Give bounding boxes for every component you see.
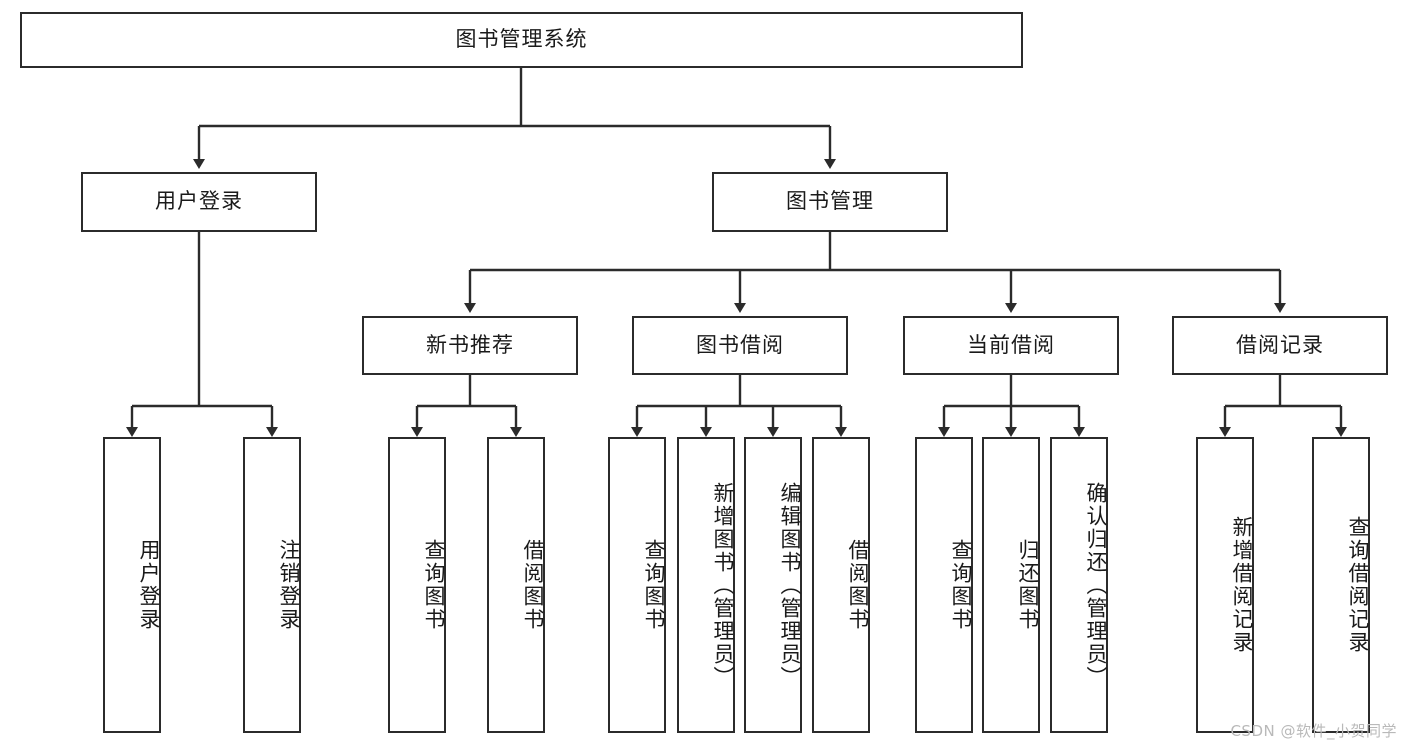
- node-book-borrow[interactable]: 图书借阅: [632, 316, 848, 375]
- node-label: 查询图书: [422, 539, 446, 631]
- node-label: 确认归还（管理员）: [1084, 481, 1108, 689]
- node-label: 图书管理: [786, 189, 874, 214]
- node-label: 图书管理系统: [455, 27, 588, 52]
- node-label: 查询图书: [642, 539, 666, 631]
- leaf-new-book-recommend-2[interactable]: 借阅图书: [487, 437, 545, 733]
- node-new-book-recommend[interactable]: 新书推荐: [362, 316, 578, 375]
- leaf-new-book-recommend-1[interactable]: 查询图书: [388, 437, 446, 733]
- leaf-current-borrow-1[interactable]: 查询图书: [915, 437, 973, 733]
- node-borrow-record[interactable]: 借阅记录: [1172, 316, 1388, 375]
- leaf-book-borrow-4[interactable]: 借阅图书: [812, 437, 870, 733]
- leaf-book-borrow-2[interactable]: 新增图书（管理员）: [677, 437, 735, 733]
- node-label: 借阅图书: [521, 539, 545, 631]
- node-label: 编辑图书（管理员）: [778, 481, 802, 689]
- node-label: 用户登录: [155, 189, 243, 214]
- leaf-borrow-record-2[interactable]: 查询借阅记录: [1312, 437, 1370, 733]
- node-label: 归还图书: [1016, 539, 1040, 631]
- leaf-book-borrow-1[interactable]: 查询图书: [608, 437, 666, 733]
- node-label: 新增图书（管理员）: [711, 481, 735, 689]
- node-user-login[interactable]: 用户登录: [81, 172, 317, 232]
- leaf-current-borrow-3[interactable]: 确认归还（管理员）: [1050, 437, 1108, 733]
- leaf-current-borrow-2[interactable]: 归还图书: [982, 437, 1040, 733]
- node-label: 新增借阅记录: [1230, 516, 1254, 654]
- node-label: 注销登录: [277, 539, 301, 631]
- node-label: 查询图书: [949, 539, 973, 631]
- node-label: 借阅图书: [846, 539, 870, 631]
- node-label: 当前借阅: [967, 332, 1055, 357]
- node-label: 新书推荐: [426, 332, 514, 357]
- node-label: 查询借阅记录: [1346, 516, 1370, 654]
- node-label: 图书借阅: [696, 332, 784, 357]
- node-root-book-management-system[interactable]: 图书管理系统: [20, 12, 1023, 68]
- leaf-borrow-record-1[interactable]: 新增借阅记录: [1196, 437, 1254, 733]
- node-current-borrow[interactable]: 当前借阅: [903, 316, 1119, 375]
- leaf-book-borrow-3[interactable]: 编辑图书（管理员）: [744, 437, 802, 733]
- node-label: 用户登录: [137, 539, 161, 631]
- leaf-user-login-2[interactable]: 注销登录: [243, 437, 301, 733]
- csdn-watermark: CSDN @软件_小贺同学: [1230, 722, 1397, 740]
- node-book-management[interactable]: 图书管理: [712, 172, 948, 232]
- leaf-user-login-1[interactable]: 用户登录: [103, 437, 161, 733]
- node-label: 借阅记录: [1236, 332, 1324, 357]
